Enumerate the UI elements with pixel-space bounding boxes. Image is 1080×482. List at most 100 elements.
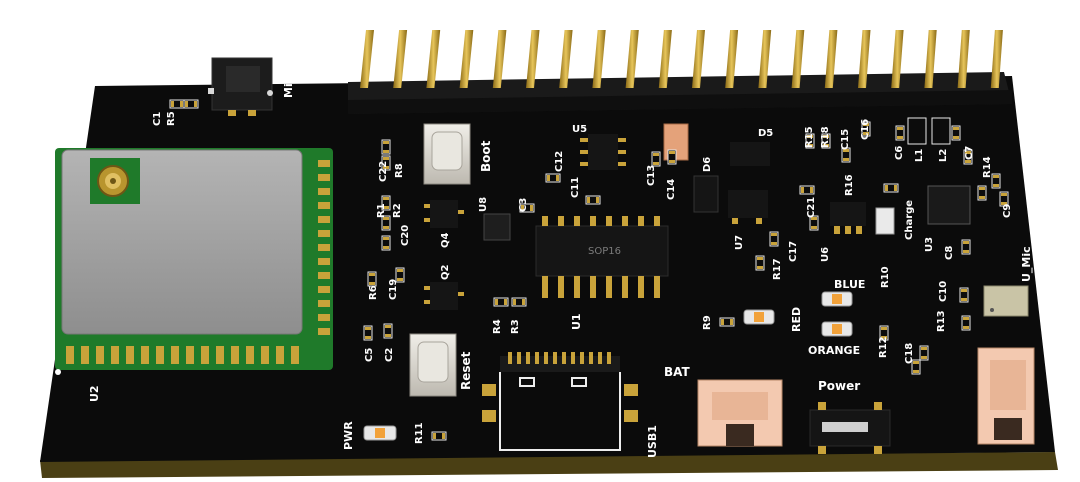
chip-passive bbox=[395, 267, 405, 283]
ic-u3 bbox=[927, 185, 971, 225]
chip-passive bbox=[919, 345, 929, 361]
chip-passive bbox=[809, 215, 819, 231]
module-pad bbox=[261, 346, 269, 364]
module-pad bbox=[318, 174, 330, 181]
chip-passive bbox=[381, 139, 391, 155]
label-c2: C2 bbox=[384, 348, 395, 362]
chip-passive bbox=[363, 325, 373, 341]
chip-passive bbox=[959, 287, 969, 303]
label-c15: C15 bbox=[840, 129, 851, 150]
usb-pin bbox=[526, 352, 530, 364]
module-pad bbox=[318, 300, 330, 307]
label-c12: C12 bbox=[554, 151, 565, 172]
chip-passive bbox=[799, 185, 815, 195]
boot-button[interactable] bbox=[423, 123, 471, 185]
module-pad bbox=[246, 346, 254, 364]
power-switch[interactable] bbox=[809, 402, 891, 454]
label-r16: R16 bbox=[844, 174, 855, 196]
label-pwr: PWR bbox=[342, 421, 355, 450]
ic-pin bbox=[622, 276, 628, 298]
label-c6: C6 bbox=[894, 146, 905, 160]
ic-pin bbox=[606, 216, 612, 226]
battery-connector[interactable] bbox=[697, 379, 783, 447]
label-q4: Q4 bbox=[440, 232, 451, 248]
ic-pin bbox=[590, 276, 596, 298]
label-q2: Q2 bbox=[440, 264, 451, 280]
module-pad bbox=[171, 346, 179, 364]
chip-passive bbox=[545, 173, 561, 183]
passive-components bbox=[169, 99, 1009, 441]
label-r11: R11 bbox=[414, 422, 425, 444]
label-charge: Charge bbox=[904, 200, 915, 240]
usb-pin bbox=[544, 352, 548, 364]
header-pin bbox=[625, 30, 639, 88]
label-c19: C19 bbox=[388, 279, 399, 300]
chip-passive bbox=[511, 297, 527, 307]
led-pwr bbox=[363, 425, 397, 441]
chip-passive bbox=[805, 133, 815, 149]
chip-passive bbox=[383, 323, 393, 339]
label-bat: BAT bbox=[664, 365, 691, 379]
chip-passive bbox=[861, 121, 871, 137]
chip-passive bbox=[367, 271, 377, 287]
chip-passive bbox=[381, 215, 391, 231]
module-pad bbox=[156, 346, 164, 364]
label-sop16: SOP16 bbox=[588, 246, 621, 257]
usb-pin bbox=[508, 352, 512, 364]
chip-passive bbox=[431, 431, 447, 441]
module-pad bbox=[318, 258, 330, 265]
label-c17: C17 bbox=[788, 241, 799, 262]
rf-module bbox=[55, 148, 333, 370]
ic-pin bbox=[542, 216, 548, 226]
module-pad bbox=[318, 328, 330, 335]
ic-pin bbox=[638, 276, 644, 298]
ic-u7 bbox=[728, 190, 768, 224]
label-l2: L2 bbox=[938, 149, 949, 162]
label-r13: R13 bbox=[936, 310, 947, 332]
label-r18: R18 bbox=[820, 126, 831, 148]
label-orange: ORANGE bbox=[808, 344, 860, 357]
module-pad bbox=[318, 286, 330, 293]
chip-passive bbox=[883, 183, 899, 193]
label-r3: R3 bbox=[510, 319, 521, 334]
module-pad bbox=[318, 244, 330, 251]
chip-passive bbox=[755, 255, 765, 271]
usb-c-connector[interactable] bbox=[482, 352, 638, 451]
label-c13: C13 bbox=[646, 165, 657, 186]
label-c1: C1 bbox=[152, 112, 163, 126]
module-pad bbox=[216, 346, 224, 364]
led-charge bbox=[875, 207, 895, 235]
chip-passive bbox=[381, 235, 391, 251]
label-u3: U3 bbox=[924, 237, 935, 252]
chip-passive bbox=[493, 297, 509, 307]
header-pin bbox=[658, 30, 672, 88]
label-r5: R5 bbox=[166, 111, 177, 126]
module-pad bbox=[318, 216, 330, 223]
usb-pin bbox=[562, 352, 566, 364]
diode-d6 bbox=[693, 175, 719, 213]
label-r17: R17 bbox=[772, 258, 783, 280]
reset-button[interactable] bbox=[409, 333, 457, 397]
ic-pin bbox=[574, 216, 580, 226]
ic-pin bbox=[558, 276, 564, 298]
chip-passive bbox=[879, 325, 889, 341]
speaker-connector[interactable] bbox=[977, 347, 1035, 445]
header-pin bbox=[526, 30, 540, 88]
ic-pin bbox=[622, 216, 628, 226]
module-pad bbox=[111, 346, 119, 364]
header-pin bbox=[459, 30, 474, 88]
label-c18: C18 bbox=[904, 343, 915, 364]
chip-passive bbox=[999, 191, 1009, 207]
header-pin bbox=[891, 30, 904, 88]
chip-passive bbox=[719, 317, 735, 327]
label-c20: C20 bbox=[400, 225, 411, 246]
transistor-q4 bbox=[424, 200, 464, 228]
label-mic: Mic bbox=[282, 77, 295, 98]
module-pad bbox=[201, 346, 209, 364]
module-pad bbox=[276, 346, 284, 364]
label-c16: C16 bbox=[860, 119, 871, 140]
label-d5: D5 bbox=[758, 128, 773, 139]
module-pad bbox=[231, 346, 239, 364]
header-pin bbox=[858, 30, 871, 88]
